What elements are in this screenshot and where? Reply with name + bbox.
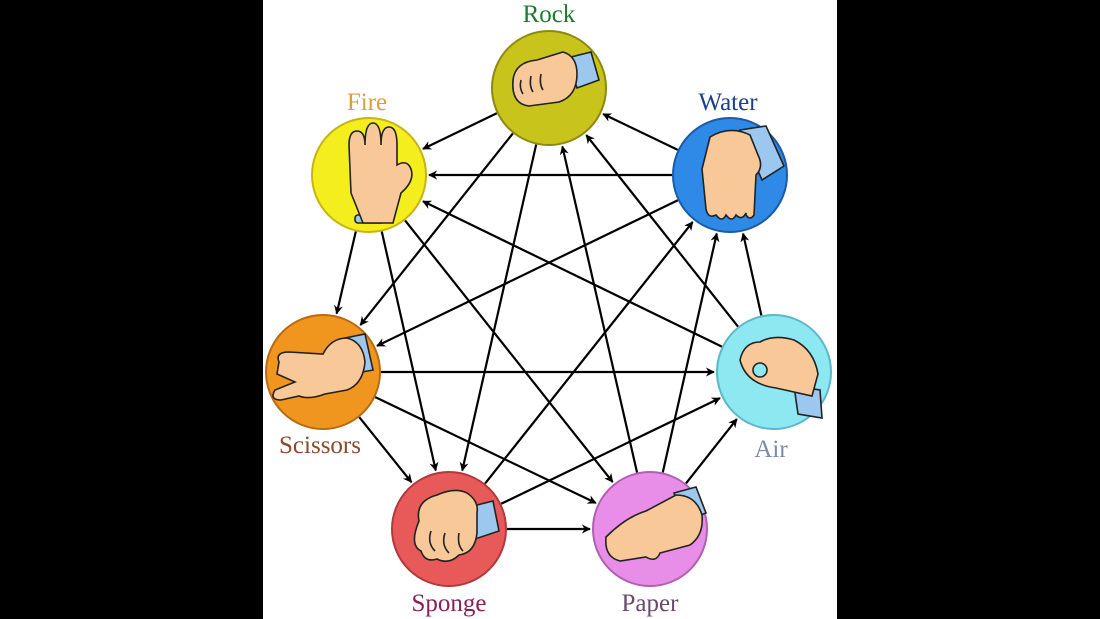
arrow-water-to-rock	[602, 113, 679, 151]
node-label-paper: Paper	[622, 590, 680, 617]
arrow-rock-to-sponge	[459, 144, 538, 472]
node-label-air: Air	[754, 436, 788, 463]
arrow-rock-to-scissors	[359, 132, 514, 326]
node-paper: Paper	[592, 471, 708, 617]
node-fire: Fire	[311, 89, 427, 233]
node-label-scissors: Scissors	[279, 432, 361, 459]
node-label-sponge: Sponge	[412, 590, 487, 617]
hand-down-icon	[701, 125, 786, 220]
arrow-air-to-rock	[585, 134, 739, 328]
node-label-water: Water	[698, 89, 758, 116]
arrow-scissors-to-sponge	[358, 416, 413, 483]
arrow-water-to-scissors	[376, 199, 679, 347]
arrow-fire-to-paper	[404, 219, 614, 483]
arrow-air-to-water	[740, 232, 763, 316]
squeeze-fist-icon	[413, 489, 500, 563]
node-water: Water	[672, 89, 788, 233]
arrow-paper-to-rock	[559, 145, 639, 473]
node-rock: Rock	[491, 1, 607, 146]
arrow-fire-to-sponge	[380, 231, 439, 472]
arrow-fire-to-scissors	[334, 231, 357, 315]
arrow-rock-to-fire	[422, 112, 498, 150]
node-scissors: Scissors	[265, 314, 381, 459]
node-label-fire: Fire	[347, 89, 387, 116]
node-label-rock: Rock	[523, 1, 576, 28]
arrow-scissors-to-paper	[374, 396, 597, 505]
edges-layer	[334, 112, 763, 534]
node-air: Air	[716, 314, 832, 463]
arrow-sponge-to-water	[484, 221, 694, 485]
scissors-hand-icon	[272, 333, 374, 401]
arrow-sponge-to-air	[500, 397, 721, 505]
arrow-paper-to-water	[661, 232, 720, 473]
flat-hand-icon	[604, 486, 708, 562]
ok-hand-icon	[739, 336, 823, 419]
three-fingers-icon	[348, 122, 413, 224]
arrow-paper-to-air	[685, 418, 738, 485]
fist-icon	[512, 51, 600, 107]
arrow-air-to-fire	[422, 200, 723, 348]
node-sponge: Sponge	[391, 471, 507, 617]
